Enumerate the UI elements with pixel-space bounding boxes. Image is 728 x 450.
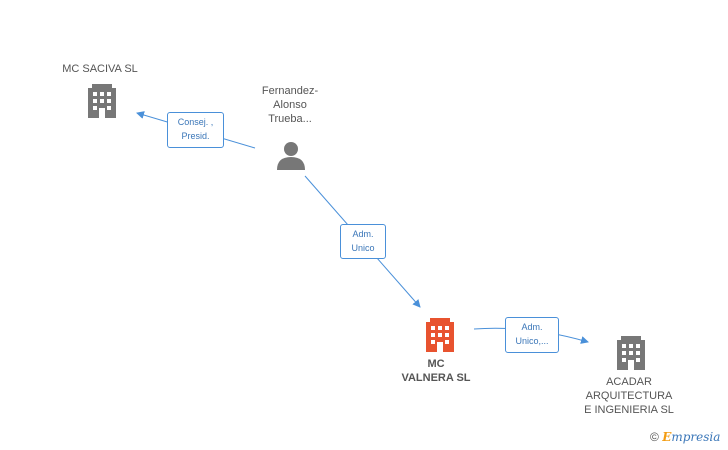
edge-label-consej-line-2: Presid. <box>181 131 210 141</box>
node-person-label-3: Trueba... <box>268 113 312 125</box>
edge-label-adm-unico-2-line-2: Unico,... <box>515 336 549 346</box>
building-highlight-icon <box>426 318 454 352</box>
node-mc-saciva-label: MC SACIVA SL <box>62 63 138 75</box>
edge-label-adm-unico-2-line-1: Adm. <box>521 322 543 332</box>
building-icon <box>617 336 645 370</box>
node-person-label-1: Fernandez- <box>261 85 319 97</box>
node-acadar-label-2: ARQUITECTURA <box>585 390 673 402</box>
node-mc-valnera-label-1: MC <box>427 358 445 370</box>
empresia-logo-text: mpresia <box>671 430 721 444</box>
person-icon <box>277 142 305 170</box>
edge-label-consej-line-1: Consej. , <box>177 117 214 127</box>
node-person[interactable]: Fernandez- Alonso Trueba... <box>240 84 340 126</box>
copyright-icon: © <box>650 430 659 444</box>
node-acadar[interactable]: ACADAR ARQUITECTURA E INGENIERIA SL <box>573 375 685 417</box>
building-icon <box>88 84 116 118</box>
empresia-logo-initial: E <box>662 430 672 444</box>
edge-label-adm-unico-2[interactable]: Adm. Unico,... <box>505 317 559 353</box>
node-mc-valnera[interactable]: MC VALNERA SL <box>386 357 486 385</box>
node-mc-valnera-label-2: VALNERA SL <box>401 372 471 384</box>
empresia-logo[interactable]: Empresia <box>662 430 720 444</box>
node-acadar-label-3: E INGENIERIA SL <box>584 404 674 416</box>
edge-label-adm-unico[interactable]: Adm. Unico <box>340 224 386 259</box>
node-acadar-label-1: ACADAR <box>606 376 652 388</box>
node-person-label-2: Alonso <box>273 99 307 111</box>
edge-label-adm-unico-line-1: Adm. <box>352 229 374 239</box>
node-mc-saciva[interactable]: MC SACIVA SL <box>40 62 160 76</box>
edge-label-consej[interactable]: Consej. , Presid. <box>167 112 224 148</box>
edge-label-adm-unico-line-2: Unico <box>351 243 375 253</box>
copyright: © Empresia <box>650 430 720 444</box>
